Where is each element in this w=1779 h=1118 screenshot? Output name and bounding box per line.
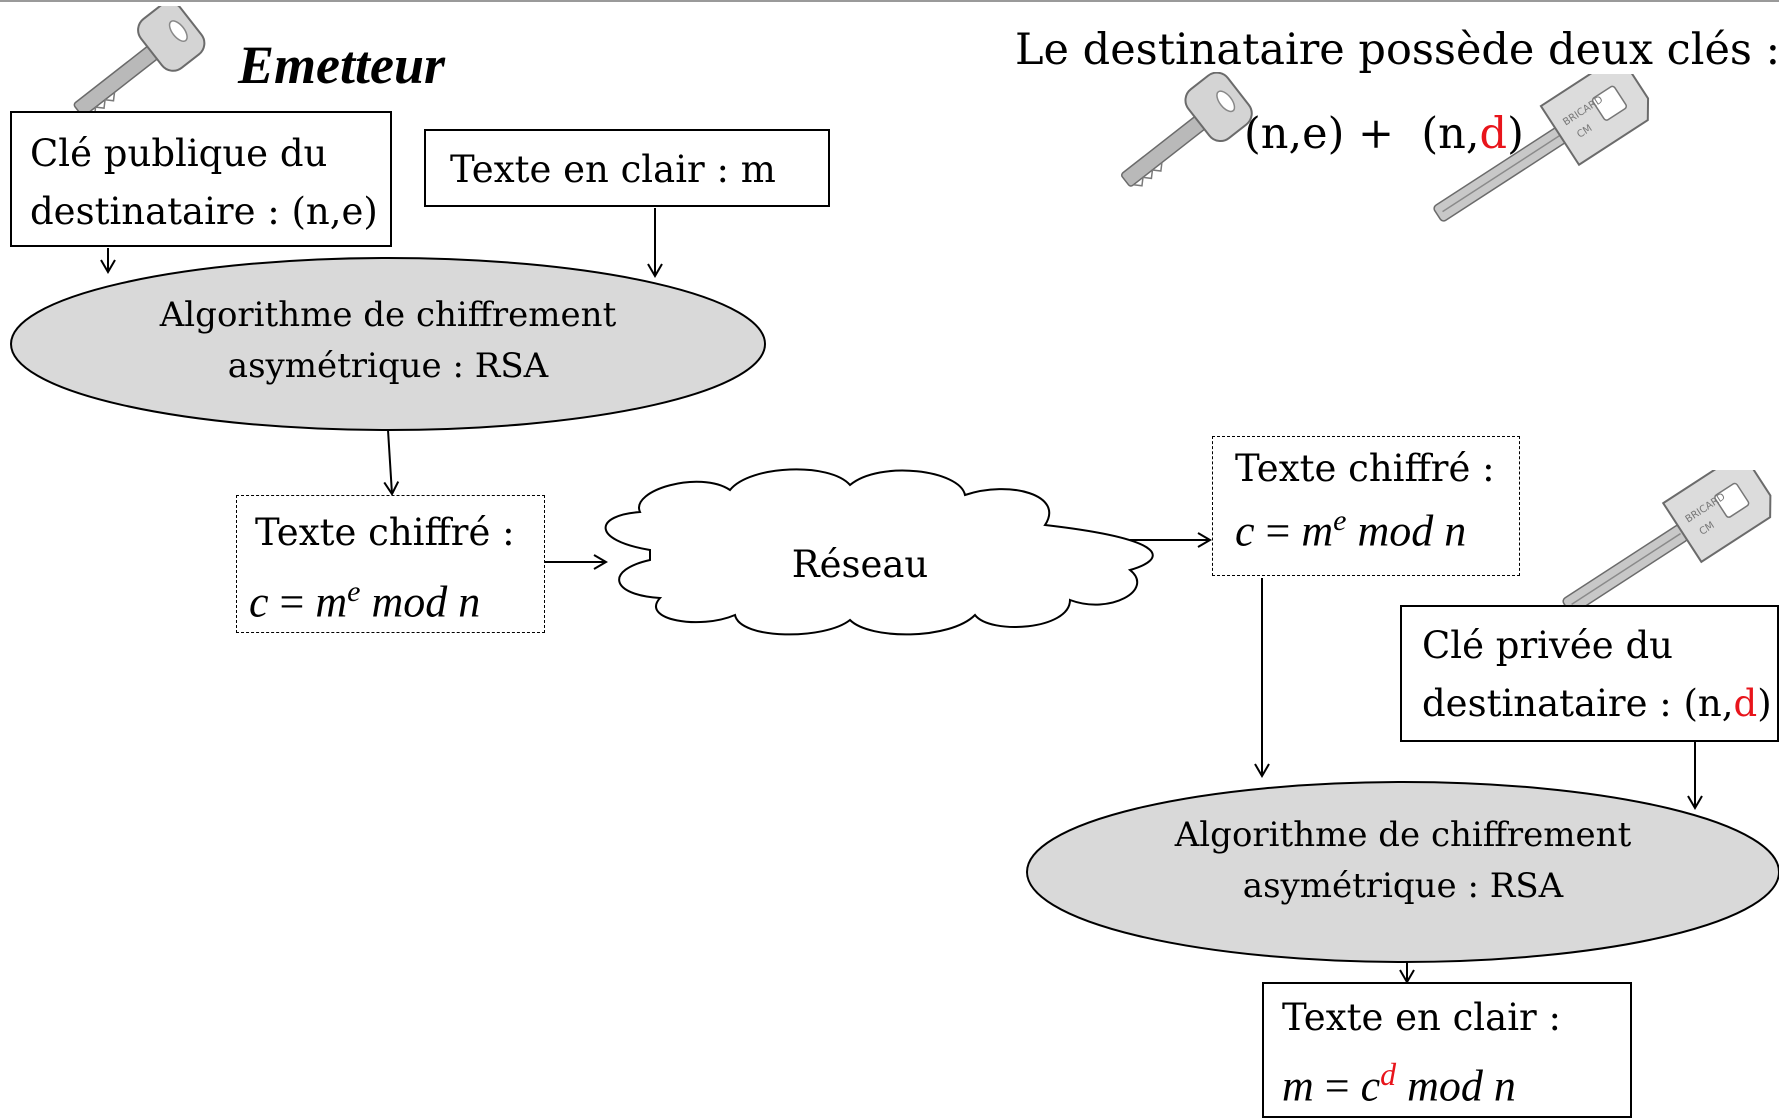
formula-c: c (249, 577, 269, 627)
formula-eq: = (1254, 506, 1302, 556)
sender-cipher-box: Texte chiffré : c = me mod n (236, 495, 545, 633)
sender-algorithm-label: Algorithme de chiffrement asymétrique : … (88, 290, 688, 392)
receiver-cipher-label: Texte chiffré : (1235, 447, 1495, 490)
sender-title: Emetteur (238, 35, 446, 95)
network-cloud (604, 468, 1154, 636)
receiver-plaintext-box: Texte en clair : m = cd mod n (1262, 982, 1632, 1118)
formula-m: m (315, 577, 348, 627)
receiver-algorithm-ellipse (1026, 781, 1779, 963)
keys-public: (n,e) + (1244, 109, 1395, 159)
sender-cipher-label: Texte chiffré : (255, 511, 515, 554)
formula-c: c (1360, 1061, 1381, 1111)
formula-mod: mod n (1396, 1061, 1516, 1111)
plaintext-box: Texte en clair : m (424, 129, 830, 207)
formula-c: c (1235, 506, 1255, 556)
sender-algo-line1: Algorithme de chiffrement (159, 295, 617, 335)
private-key-line1: Clé privée du (1422, 624, 1673, 667)
keys-private-open: (n, (1421, 109, 1480, 159)
formula-exp-d: d (1380, 1056, 1397, 1092)
formula-eq: = (1313, 1061, 1361, 1111)
receiver-header: Le destinataire possède deux clés : (1015, 25, 1779, 75)
private-key-text: destinataire : (n, (1422, 682, 1734, 725)
formula-eq: = (268, 577, 316, 627)
formula-m: m (1282, 1061, 1314, 1111)
formula-exp: e (1333, 504, 1347, 537)
private-key-icon: BRICARD CM (1433, 74, 1650, 222)
receiver-algo-line2: asymétrique : RSA (1242, 866, 1564, 906)
public-key-line2: destinataire : (n,e) (30, 190, 378, 233)
network-label: Réseau (791, 543, 929, 586)
plaintext-label: Texte en clair : m (450, 148, 776, 191)
public-key-icon (1120, 72, 1253, 187)
keys-private-close: ) (1507, 109, 1524, 159)
private-key-icon: BRICARD CM (1562, 470, 1772, 615)
formula-m: m (1301, 506, 1334, 556)
public-key-icon (73, 6, 206, 117)
formula-exp: e (347, 575, 361, 608)
public-key-line1: Clé publique du (30, 132, 328, 175)
receiver-cipher-box: Texte chiffré : c = me mod n (1212, 436, 1520, 576)
receiver-plain-formula: m = cd mod n (1282, 1044, 1630, 1117)
sender-cipher-formula: c = me mod n (249, 562, 544, 633)
receiver-cipher-formula: c = me mod n (1235, 495, 1519, 558)
sender-algo-line2: asymétrique : RSA (227, 346, 549, 386)
receiver-keys-formula: (n,e) + (n,d) (1244, 104, 1524, 164)
receiver-plain-label: Texte en clair : (1282, 996, 1561, 1039)
private-key-d: d (1733, 682, 1758, 725)
top-border (0, 0, 1779, 2)
private-key-line2: destinataire : (n,d) (1422, 675, 1777, 733)
receiver-algorithm-label: Algorithme de chiffrement asymétrique : … (1103, 810, 1703, 912)
private-key-box: Clé privée du destinataire : (n,d) (1400, 605, 1779, 742)
receiver-algo-line1: Algorithme de chiffrement (1174, 815, 1632, 855)
public-key-box: Clé publique du destinataire : (n,e) (10, 111, 392, 247)
keys-private-d: d (1479, 109, 1508, 159)
arrow-algo-to-cipher (383, 429, 400, 496)
formula-mod: mod n (360, 577, 481, 627)
network-label-wrap: Réseau (760, 536, 960, 594)
formula-mod: mod n (1346, 506, 1467, 556)
private-key-close: ) (1757, 682, 1772, 725)
